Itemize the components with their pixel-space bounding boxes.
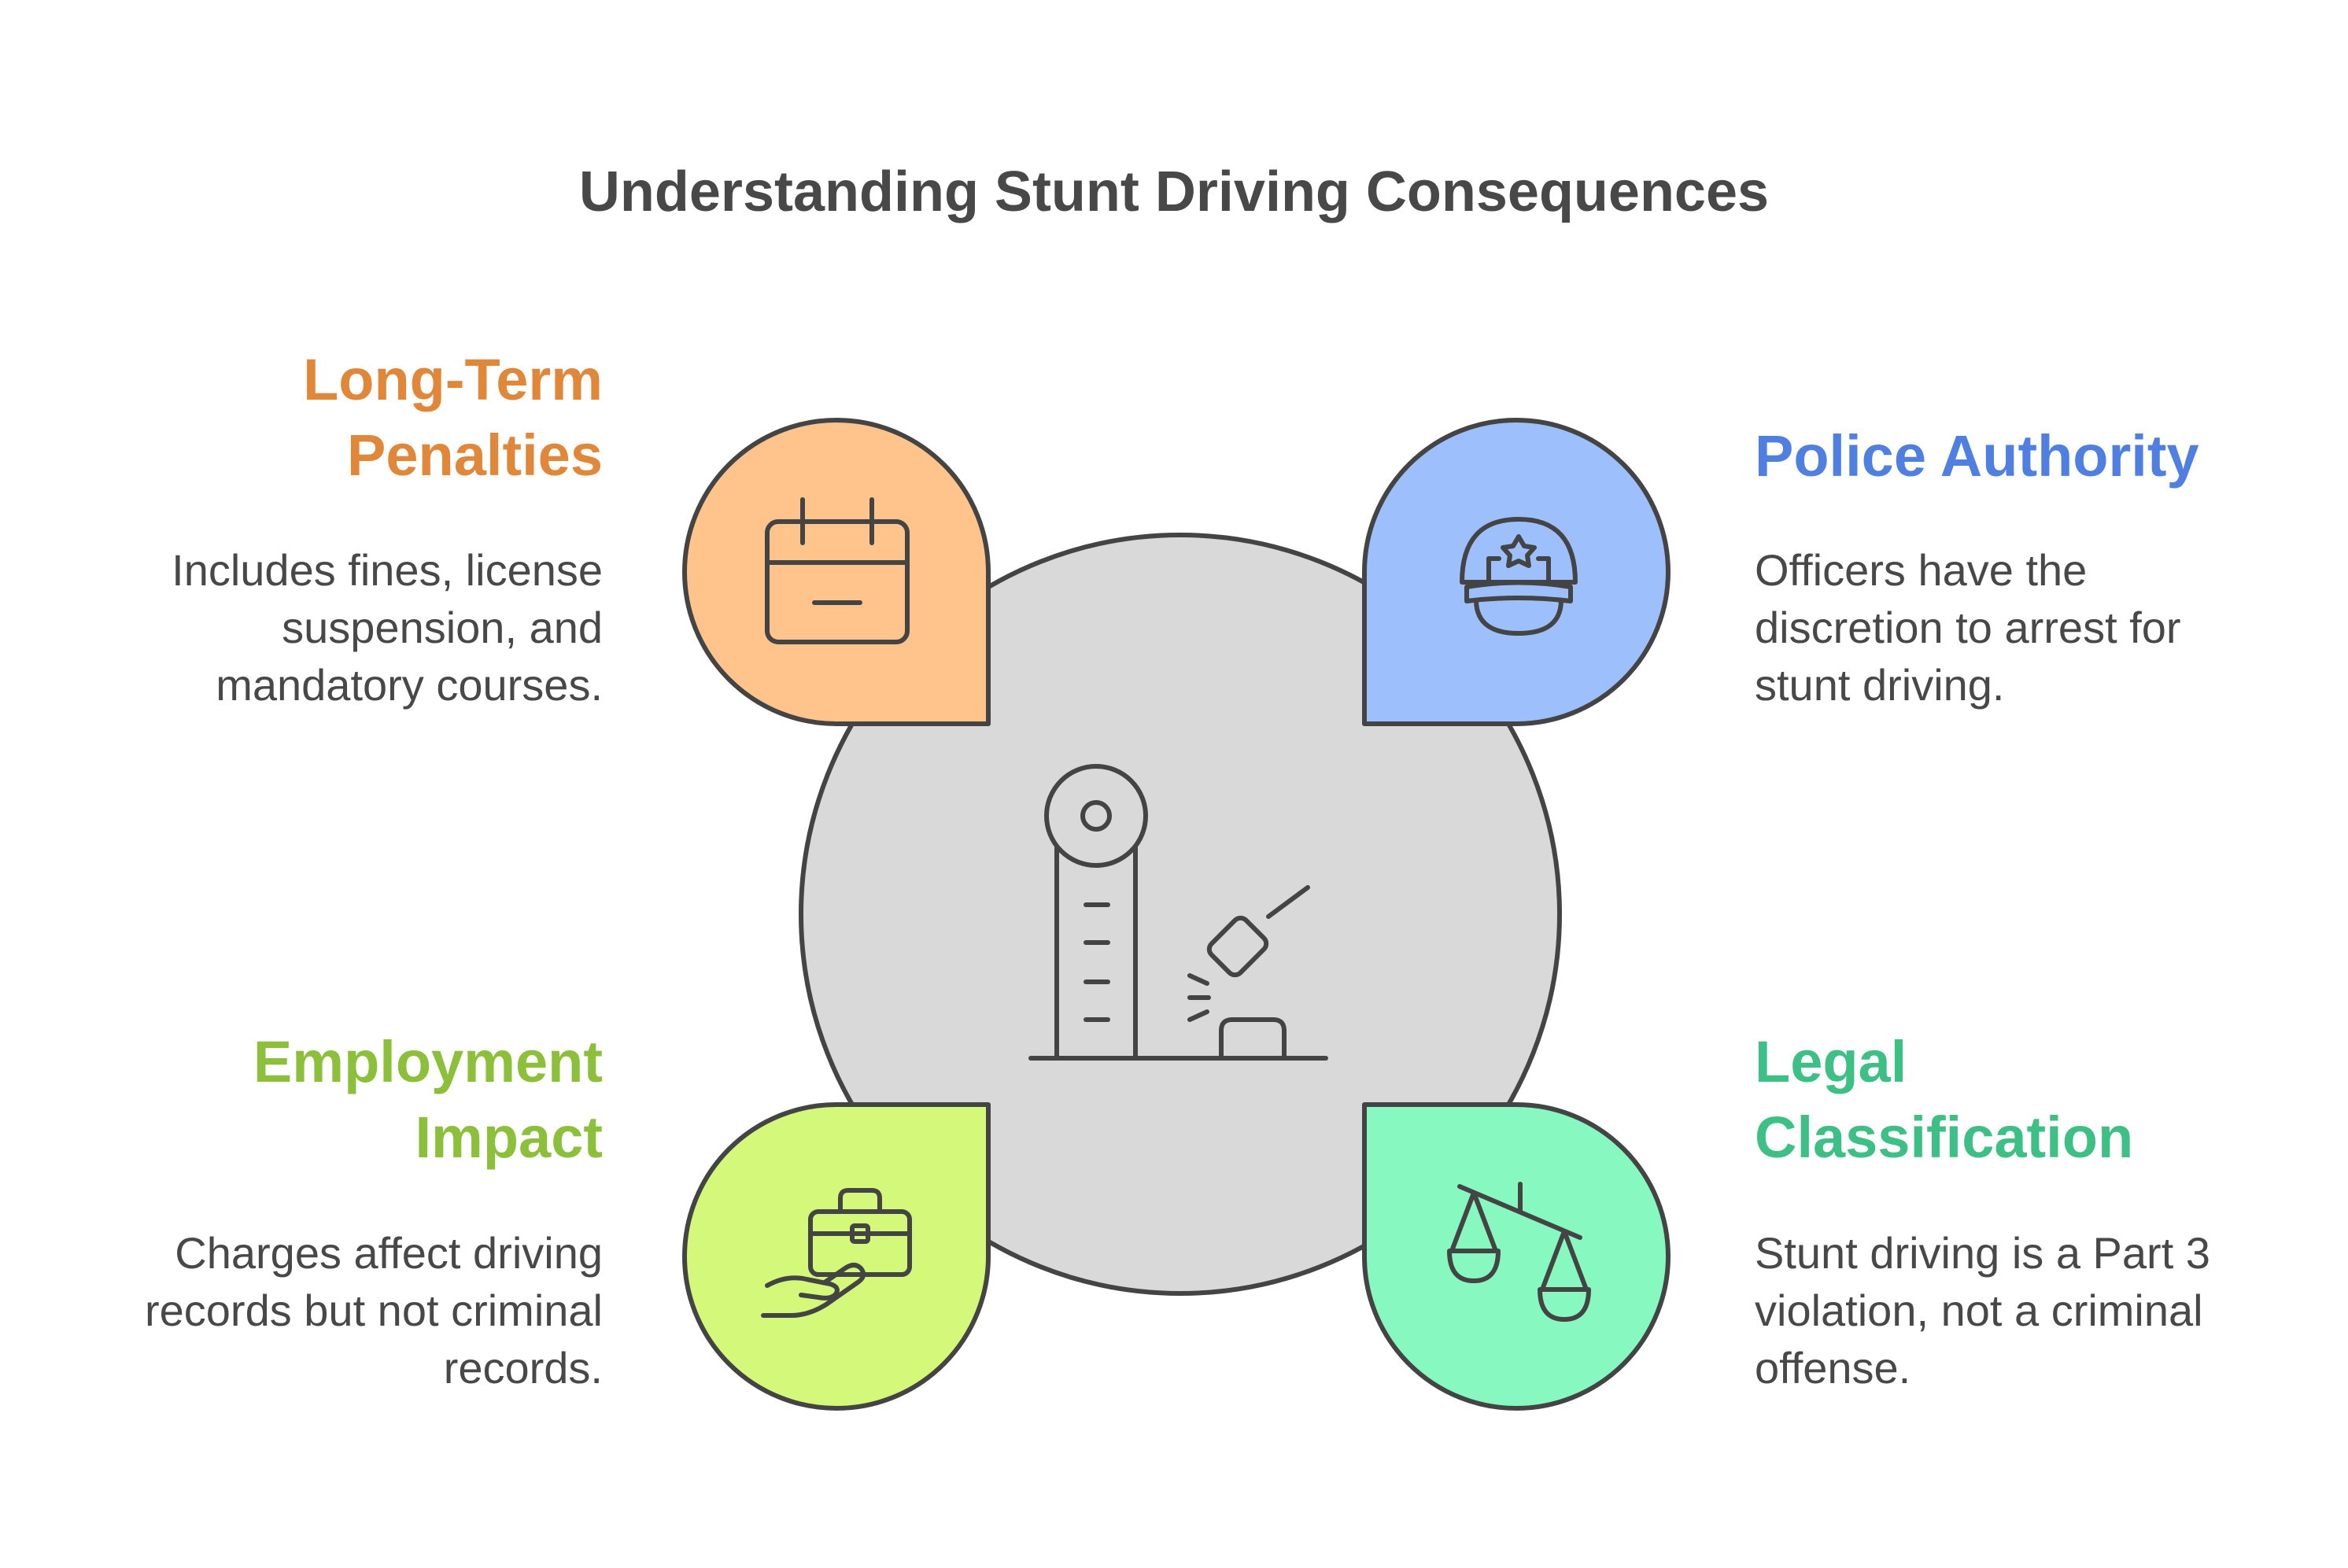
calendar-icon	[765, 497, 910, 644]
police-hat-icon	[1460, 517, 1578, 636]
penalties-description: Includes fines, license suspension, and …	[172, 545, 603, 710]
legal-node	[1362, 1102, 1671, 1411]
high-striker-icon	[1028, 764, 1328, 1061]
employment-description: Charges affect driving records but not c…	[144, 1228, 603, 1393]
police-description: Officers have the discretion to arrest f…	[1755, 545, 2181, 710]
police-heading: Police Authority	[1755, 423, 2199, 489]
legal-heading: Legal Classification	[1755, 1029, 2134, 1170]
penalties-heading: Long-Term Penalties	[303, 347, 603, 488]
police-node	[1362, 418, 1671, 726]
employment-node	[682, 1102, 991, 1411]
legal-description: Stunt driving is a Part 3 violation, not…	[1755, 1228, 2210, 1393]
diagram-title: Understanding Stunt Driving Consequences	[578, 160, 1770, 223]
briefcase-hand-icon	[761, 1188, 912, 1318]
employment-heading: Employment Impact	[253, 1029, 603, 1170]
penalties-node	[682, 418, 991, 726]
scales-icon	[1447, 1182, 1591, 1322]
